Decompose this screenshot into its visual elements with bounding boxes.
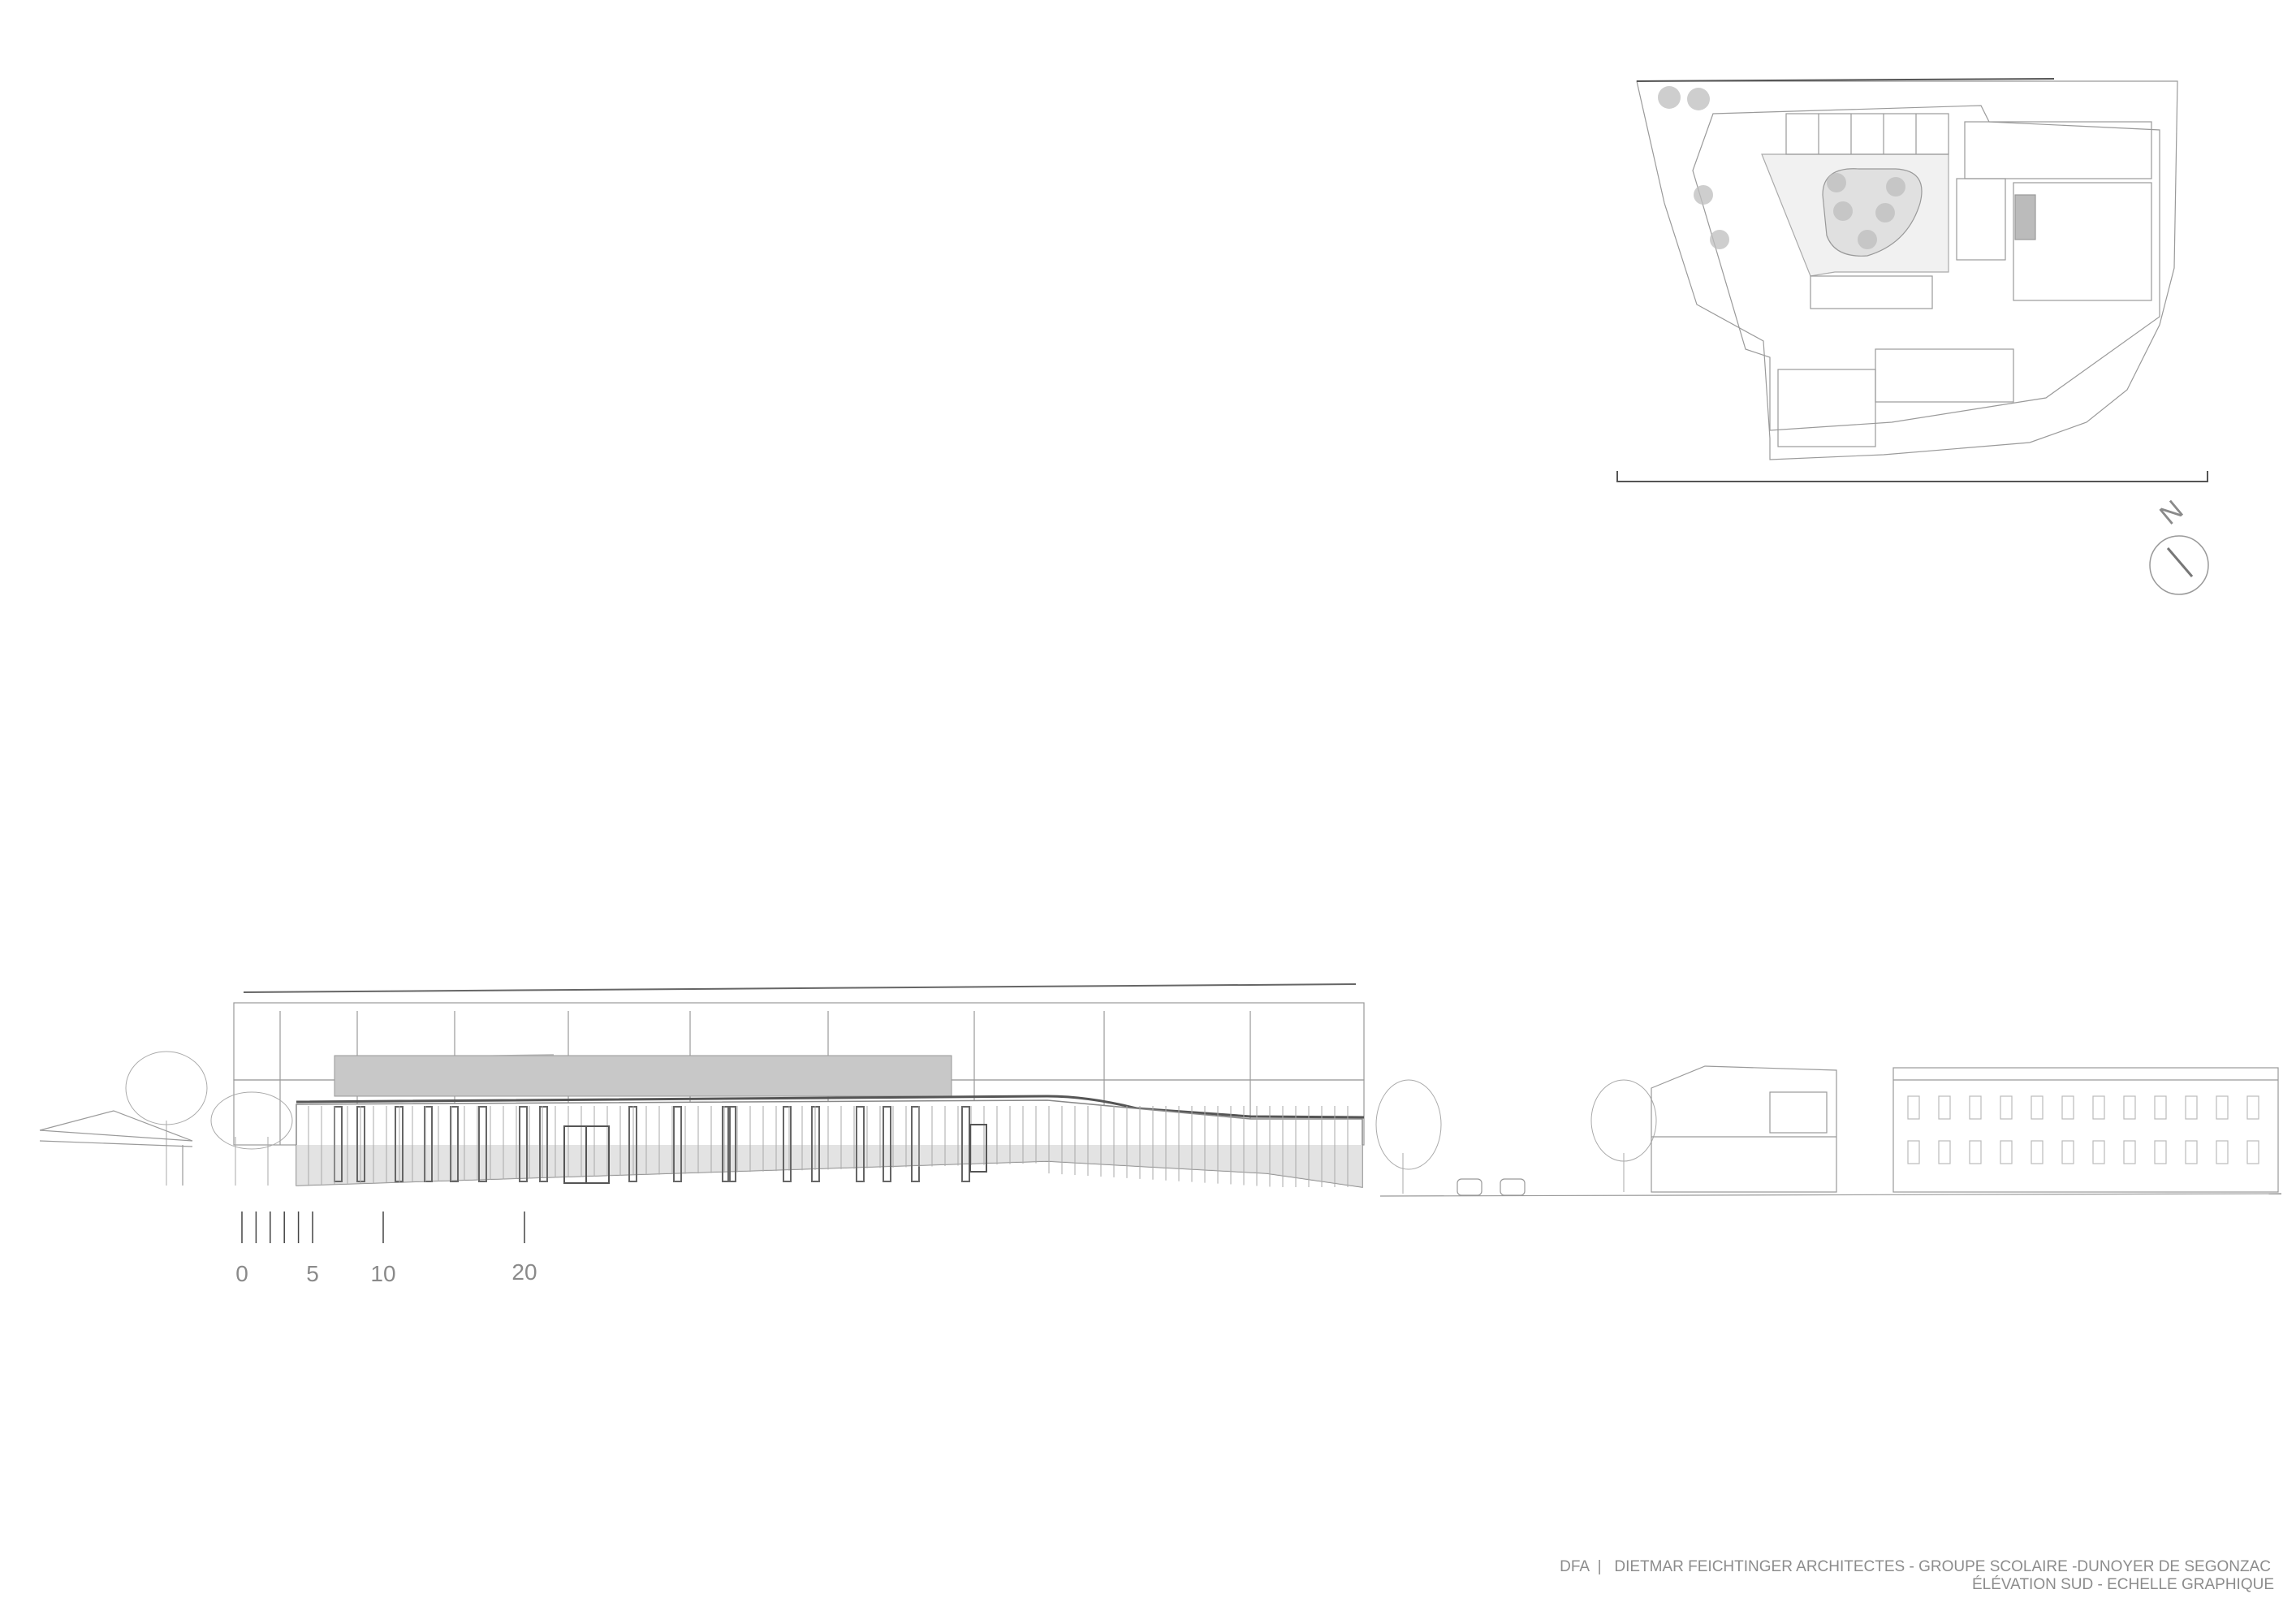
- north-arrow-circle: [2149, 535, 2209, 595]
- site-plan: [1616, 78, 2208, 482]
- elevation-metal-mesh-band: [334, 1055, 952, 1097]
- window-frame: [783, 1106, 792, 1182]
- neighbor-window: [2154, 1140, 2167, 1164]
- neighbor-building-far-right: [1892, 1067, 2279, 1193]
- plan-building-footprint: [1692, 105, 2160, 431]
- window-frame: [856, 1106, 865, 1182]
- title-block-line1: DFA | DIETMAR FEICHTINGER ARCHITECTES - …: [1560, 1558, 2271, 1575]
- window-frame: [722, 1106, 731, 1182]
- neighbor-window: [1969, 1095, 1982, 1120]
- neighbor-window: [2031, 1140, 2044, 1164]
- window-frame: [519, 1106, 528, 1182]
- window-frame: [727, 1106, 736, 1182]
- scale-label-20: 20: [511, 1259, 537, 1285]
- neighbor-window: [2185, 1095, 2198, 1120]
- tree-right-2: [1590, 1079, 1657, 1162]
- neighbor-window: [2000, 1140, 2013, 1164]
- tree-right-1: [1375, 1079, 1442, 1170]
- neighbor-window: [2123, 1095, 2136, 1120]
- scale-label-5: 5: [306, 1261, 319, 1286]
- neighbor-window: [2061, 1095, 2074, 1120]
- plan-site-outline: [1636, 80, 2178, 460]
- north-arrow: N: [2149, 495, 2209, 595]
- plan-rooms: [1777, 113, 2152, 447]
- neighbor-window: [1938, 1140, 1951, 1164]
- neighbor-window: [1938, 1095, 1951, 1120]
- graphic-scale: [241, 1212, 525, 1243]
- tree-left-2: [210, 1091, 293, 1150]
- neighbor-window: [2000, 1095, 2013, 1120]
- plan-street-edge: [1636, 78, 2055, 82]
- parked-cars: [1457, 1178, 1526, 1196]
- neighbor-house-left: [39, 1110, 193, 1186]
- neighbor-window: [2246, 1095, 2259, 1120]
- window-frame: [673, 1106, 682, 1182]
- scale-label-10: 10: [370, 1261, 395, 1286]
- neighbor-window: [2154, 1095, 2167, 1120]
- neighbor-window: [2031, 1095, 2044, 1120]
- elevation-mullions: [308, 1106, 1349, 1187]
- elevation-entrance-doors: [563, 1124, 987, 1184]
- neighbor-window: [2216, 1140, 2229, 1164]
- title-block-line2: ÉLÉVATION SUD - ECHELLE GRAPHIQUE: [1972, 1576, 2274, 1593]
- window-frame: [883, 1106, 891, 1182]
- neighbor-window: [2092, 1140, 2105, 1164]
- neighbor-window: [2246, 1140, 2259, 1164]
- neighbor-window: [1907, 1095, 1920, 1120]
- south-elevation: [233, 983, 1365, 1188]
- window-frame: [424, 1106, 433, 1182]
- tree-left-1: [125, 1051, 208, 1125]
- neighbor-window: [2123, 1140, 2136, 1164]
- neighbor-window: [2092, 1095, 2105, 1120]
- context-trees: [125, 1051, 1657, 1194]
- scale-label-0: 0: [235, 1261, 248, 1286]
- window-frame: [539, 1106, 548, 1182]
- plan-scale-line: [1616, 471, 2208, 482]
- plan-courtyard-trees: [1827, 173, 1905, 249]
- neighbor-window: [1969, 1140, 1982, 1164]
- window-frame: [478, 1106, 487, 1182]
- neighbor-window: [2216, 1095, 2229, 1120]
- window-frame: [450, 1106, 459, 1182]
- ground-line-right: [1379, 1193, 2282, 1197]
- neighbor-house-right: [1651, 1065, 1837, 1193]
- north-arrow-letter: N: [2154, 495, 2189, 531]
- neighbor-window: [2061, 1140, 2074, 1164]
- neighbor-window: [1907, 1140, 1920, 1164]
- plan-street-trees: [1658, 86, 1729, 249]
- neighbor-window: [2185, 1140, 2198, 1164]
- elevation-lower-facade-shading: [296, 1145, 1362, 1187]
- north-arrow-needle: [2166, 547, 2194, 577]
